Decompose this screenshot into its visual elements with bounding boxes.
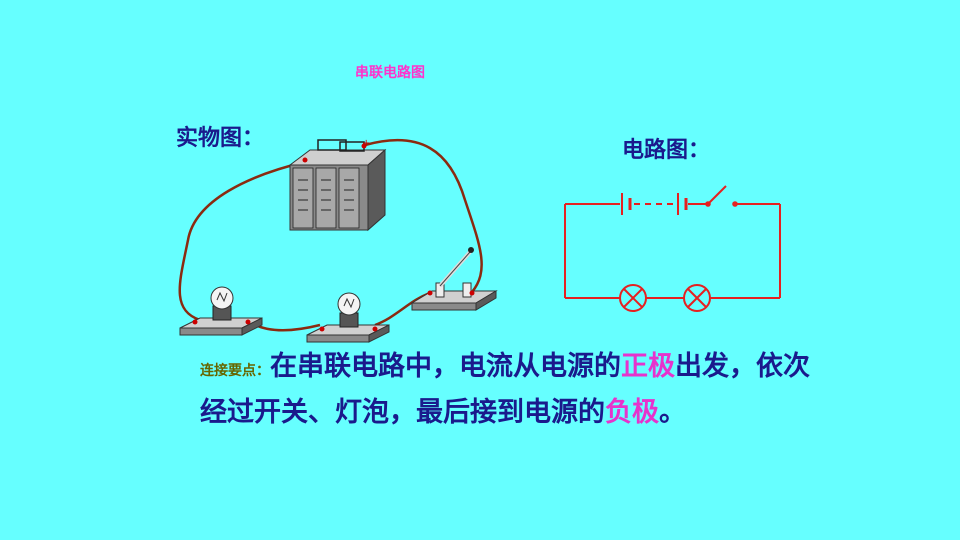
sentence-part1: 在串联电路中，电流从电源的 — [270, 351, 621, 382]
bulb-icon — [179, 286, 263, 336]
sentence-part2: 出发，依次经过开关、灯泡，最后接到电源的 — [200, 351, 810, 428]
lamp-symbol-icon — [683, 284, 711, 312]
slide-title: 串联电路图 — [355, 65, 425, 81]
circuit-diagram-label: 电路图： — [622, 138, 711, 163]
bulb-icon — [306, 292, 390, 343]
lamp-symbol-icon — [619, 284, 647, 312]
wire-battery-to-bulb1 — [178, 160, 306, 322]
knife-switch-icon — [410, 247, 498, 311]
wire-switch-to-battery — [364, 138, 483, 293]
negative-pole-highlight: 负极 — [605, 397, 659, 428]
physical-diagram-label: 实物图： — [176, 126, 265, 151]
sentence-part3: 。 — [659, 397, 686, 428]
positive-pole-highlight: 正极 — [621, 351, 675, 382]
switch-symbol-icon — [705, 185, 738, 207]
battery-icon — [288, 139, 387, 232]
cell-symbol-icon — [677, 193, 688, 215]
cell-symbol-icon — [621, 193, 632, 215]
key-points-prefix: 连接要点： — [200, 363, 270, 379]
key-points-text: 连接要点：在串联电路中，电流从电源的正极出发，依次经过开关、灯泡，最后接到电源的… — [200, 346, 810, 434]
battery-positive-marker: + — [362, 138, 370, 149]
